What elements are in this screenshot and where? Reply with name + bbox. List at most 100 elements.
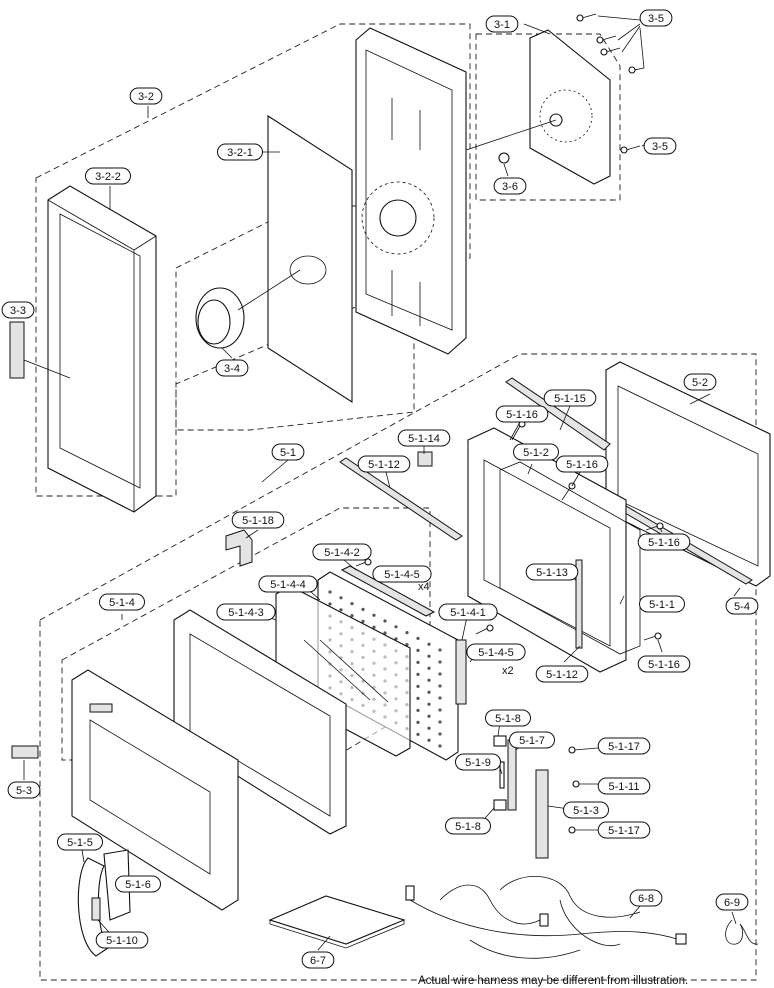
spring-5-1-9	[499, 761, 505, 789]
perforation-dot	[328, 602, 332, 606]
callout-5-1-9: 5-1-9	[455, 753, 501, 771]
callout-6-9: 6-9	[715, 893, 749, 911]
callout-text: 5-1-10	[106, 935, 138, 947]
callout-5-1-4-3: 5-1-4-3	[216, 603, 276, 621]
screw-icon	[645, 522, 664, 531]
label-sheet-3-3	[9, 321, 25, 379]
door-frame-3-2-2	[47, 185, 157, 513]
latch-block	[455, 639, 467, 705]
callout-5-1-4-4: 5-1-4-4	[258, 575, 318, 593]
callout-pill	[7, 781, 41, 799]
callout-text: 3-3	[10, 305, 26, 317]
callout-5-1-17: 5-1-17	[597, 821, 651, 839]
callout-5-1-8: 5-1-8	[485, 709, 531, 727]
harness-connector	[675, 933, 687, 945]
callout-text: 5-1-8	[455, 821, 481, 833]
callout-text: 5-1-4	[109, 597, 135, 609]
perforation-dot	[427, 738, 431, 742]
perforation-dot	[416, 648, 420, 653]
perforation-dot	[427, 690, 431, 694]
perforation-dot	[427, 702, 431, 706]
callout-text: 5-1-18	[242, 515, 274, 527]
screws-lower	[355, 420, 664, 834]
screw-icon	[643, 632, 662, 641]
clip-6-9	[725, 919, 759, 945]
perforation-dot	[438, 660, 442, 664]
callout-text: 5-1-4-4	[270, 579, 305, 591]
perforation-dot	[361, 619, 365, 624]
perforation-dot	[438, 696, 442, 700]
bar-5-1-13	[575, 559, 583, 649]
choke-frame-5-1-1	[499, 461, 641, 655]
door-frame-5-2-inner	[617, 385, 759, 567]
callout-5-1-4-5: 5-1-4-5	[372, 565, 432, 583]
callout-pill	[485, 15, 519, 33]
callout-5-1-3: 5-1-3	[563, 801, 609, 819]
door-front-window	[89, 719, 211, 875]
block-5-1-14	[417, 451, 433, 467]
plate-6-7-edge	[269, 920, 405, 949]
callout-3-4: 3-4	[215, 359, 249, 377]
perforation-dot	[339, 608, 343, 612]
screw-icon	[568, 746, 599, 754]
door-body-inner	[189, 633, 331, 817]
control-panel-rib-1	[391, 98, 421, 326]
callout-text: 5-1-11	[609, 781, 640, 793]
callout-3-5: 3-5	[643, 137, 677, 155]
callout-text: 5-1-16	[648, 659, 680, 671]
control-panel-knob-hole	[379, 199, 417, 237]
callout-5-1-17: 5-1-17	[597, 737, 651, 755]
callout-text: 5-1-16	[566, 459, 598, 471]
callout-text: 5-1-9	[465, 757, 491, 769]
perforation-dot	[383, 619, 387, 623]
callout-5-1-13: 5-1-13	[525, 563, 579, 581]
perforation-dot	[438, 672, 442, 676]
callout-pill	[639, 595, 685, 613]
perforation-dot	[394, 637, 398, 641]
callout-pill	[99, 593, 145, 611]
wire-harness-note: Actual wire harness may be different fro…	[418, 975, 688, 987]
callout-text: 5-1	[280, 447, 296, 459]
callout-pill	[217, 143, 263, 161]
callout-3-2: 3-2	[129, 87, 163, 105]
callout-text: 5-1-16	[506, 409, 538, 421]
callout-pill	[438, 603, 498, 621]
callout-5-1-18: 5-1-18	[231, 511, 285, 529]
latch-5-1-4-1	[455, 639, 467, 705]
callout-pill	[231, 511, 285, 529]
callout-5-1-4: 5-1-4	[99, 593, 145, 611]
strip-5-1-15	[505, 377, 611, 451]
perforation-dot	[416, 660, 420, 665]
callout-text: 3-4	[224, 363, 240, 375]
door-frame-5-2-outer	[605, 361, 771, 587]
door-frame-inner	[59, 213, 141, 489]
callout-text: 5-1-4-3	[228, 607, 263, 619]
perforation-dot	[416, 732, 420, 737]
callout-text: 5-1-3	[573, 805, 599, 817]
callout-3-2-2: 3-2-2	[85, 167, 131, 185]
callout-5-1-11: 5-1-11	[597, 777, 651, 795]
callout-5-1-15: 5-1-15	[543, 389, 597, 407]
callout-pill	[563, 801, 609, 819]
callout-5-1-16: 5-1-16	[637, 533, 691, 551]
hook-5-1-8-top	[493, 735, 507, 747]
callout-pill	[643, 137, 677, 155]
callout-text: 3-6	[502, 181, 518, 193]
control-panel-body	[355, 27, 467, 355]
callout-text: 5-1-5	[67, 837, 93, 849]
harness-branch-1	[439, 884, 541, 925]
spring-clip-3-6	[498, 152, 510, 164]
perforation-dot	[416, 684, 420, 689]
harness-branch-4	[559, 899, 621, 946]
perforation-dot	[405, 631, 409, 635]
callout-text: 6-8	[638, 893, 654, 905]
callout-pill	[466, 643, 526, 661]
callout-text: 5-1-4-5	[478, 647, 513, 659]
callout-text: 5-1-2	[523, 447, 549, 459]
door-front-panel	[71, 669, 239, 911]
callout-5-1: 5-1	[271, 443, 305, 461]
callout-5-1-16: 5-1-16	[555, 455, 609, 473]
callout-5-1-8: 5-1-8	[445, 817, 491, 835]
multiplier-x2: x2	[502, 665, 514, 677]
callout-pill	[637, 533, 691, 551]
